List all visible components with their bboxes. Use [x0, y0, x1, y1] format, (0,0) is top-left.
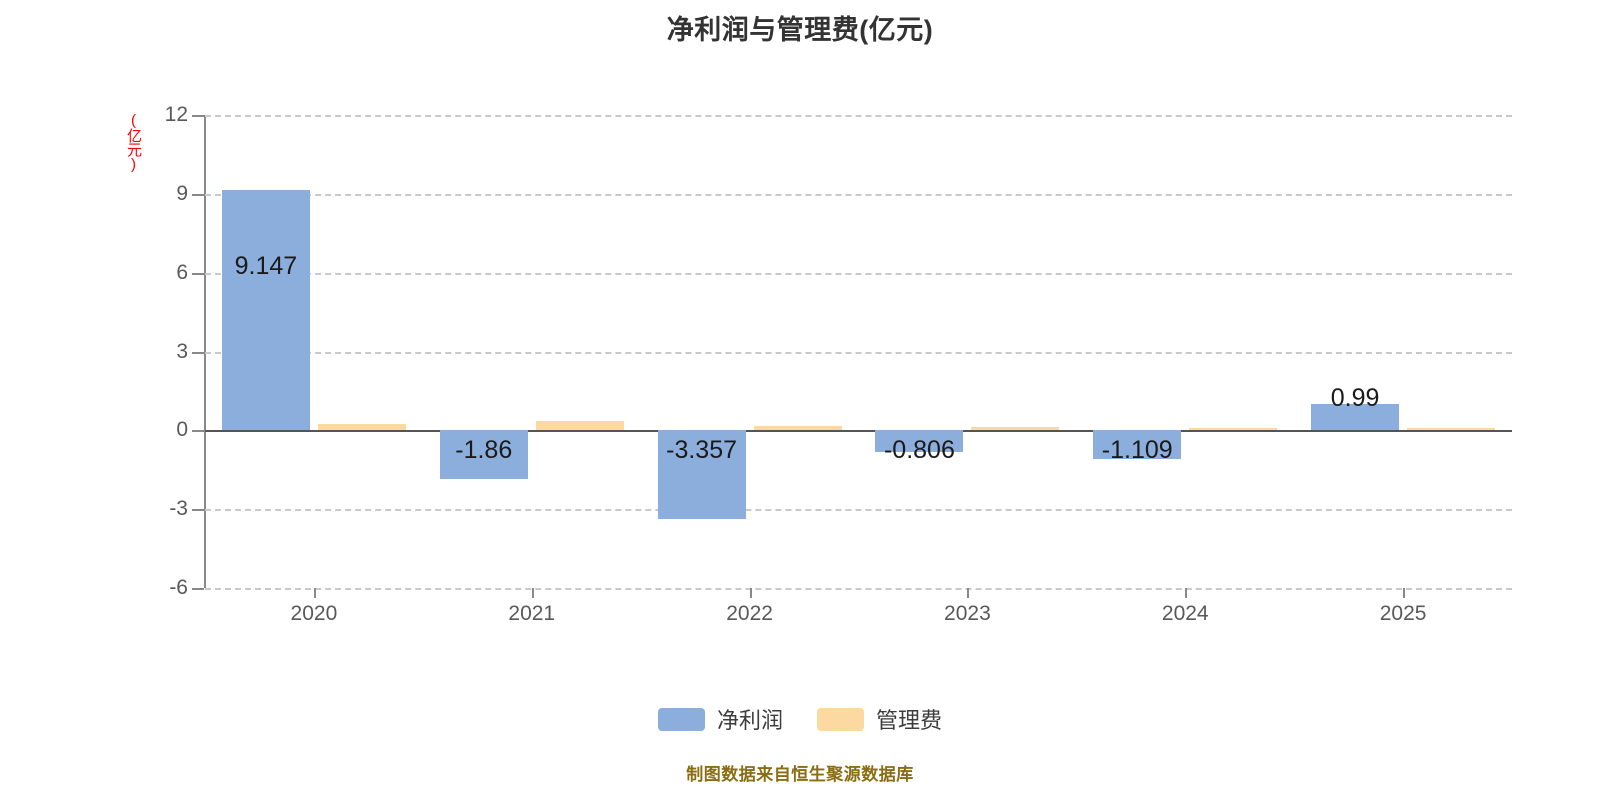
y-tick-3 [192, 351, 204, 354]
bar-value-label-2024: -1.109 [1101, 436, 1173, 465]
y-tick-12 [192, 115, 204, 117]
legend-item-管理费[interactable]: 管理费 [817, 703, 942, 735]
chart-legend: 净利润 管理费 [0, 703, 1600, 735]
y-tick--6 [192, 588, 204, 590]
gridline-6 [205, 272, 1512, 275]
x-tick-2021 [531, 588, 534, 598]
bar-管理费-2024[interactable] [1189, 427, 1278, 431]
bar-净利润-2021[interactable] [439, 430, 528, 480]
y-tick-6 [192, 272, 204, 275]
x-axis-label-2025: 2025 [1379, 602, 1427, 625]
bar-value-label-2023: -0.806 [883, 436, 955, 465]
bar-净利润-2025[interactable] [1311, 404, 1400, 431]
bar-净利润-2020[interactable] [221, 189, 310, 431]
y-axis-label: 12 [164, 103, 188, 126]
footer-note: 制图数据来自恒生聚源数据库 [686, 765, 914, 784]
gridline-9 [205, 193, 1512, 196]
legend-label: 净利润 [716, 708, 783, 733]
bar-value-label-2021: -1.86 [455, 436, 513, 465]
bar-净利润-2022[interactable] [657, 430, 746, 519]
x-tick-2025 [1403, 588, 1406, 598]
y-axis-label: 6 [176, 260, 188, 284]
gridline-3 [205, 351, 1512, 354]
bar-管理费-2020[interactable] [317, 423, 406, 431]
gridline-12 [205, 115, 1512, 117]
y-tick-9 [192, 193, 204, 196]
plot-area: 9.147 -1.86 -3.357 -0.806 -1.109 0.99 [205, 115, 1512, 590]
x-tick-2022 [749, 588, 752, 598]
bar-管理费-2023[interactable] [971, 427, 1060, 431]
legend-label: 管理费 [876, 708, 943, 733]
gridline-0 [205, 430, 1512, 433]
legend-item-净利润[interactable]: 净利润 [657, 703, 783, 735]
gridline--3 [205, 509, 1512, 512]
x-axis-label-2023: 2023 [944, 602, 991, 625]
bar-净利润-2023[interactable] [875, 430, 964, 452]
y-tick--3 [192, 509, 204, 512]
y-axis-label: -6 [169, 576, 188, 599]
y-axis-label: 9 [176, 181, 188, 205]
legend-swatch-icon [817, 707, 864, 731]
bar-管理费-2021[interactable] [535, 421, 624, 431]
x-axis-label-2021: 2021 [508, 602, 556, 625]
bar-管理费-2025[interactable] [1407, 428, 1496, 431]
bar-净利润-2024[interactable] [1093, 430, 1182, 460]
x-tick-2020 [313, 588, 316, 598]
bar-value-label-2025: 0.99 [1330, 384, 1380, 413]
bar-value-label-2020: 9.147 [234, 252, 298, 281]
x-tick-2023 [967, 588, 970, 598]
bar-管理费-2022[interactable] [753, 426, 842, 431]
y-axis-label: 3 [176, 339, 188, 363]
y-tick-0 [192, 430, 204, 433]
y-axis-label: 0 [176, 418, 188, 442]
gridline--6 [205, 588, 1512, 590]
x-tick-2024 [1185, 588, 1188, 598]
y-axis-label: -3 [169, 497, 188, 521]
x-axis-label-2022: 2022 [726, 602, 773, 625]
y-axis-unit-label: (亿元) [125, 112, 142, 172]
legend-swatch-icon [657, 707, 705, 731]
bar-value-label-2022: -3.357 [666, 436, 738, 465]
x-axis-label-2020: 2020 [290, 602, 338, 625]
x-axis-label-2024: 2024 [1161, 602, 1209, 625]
page-title: 净利润与管理费(亿元) [666, 15, 934, 45]
